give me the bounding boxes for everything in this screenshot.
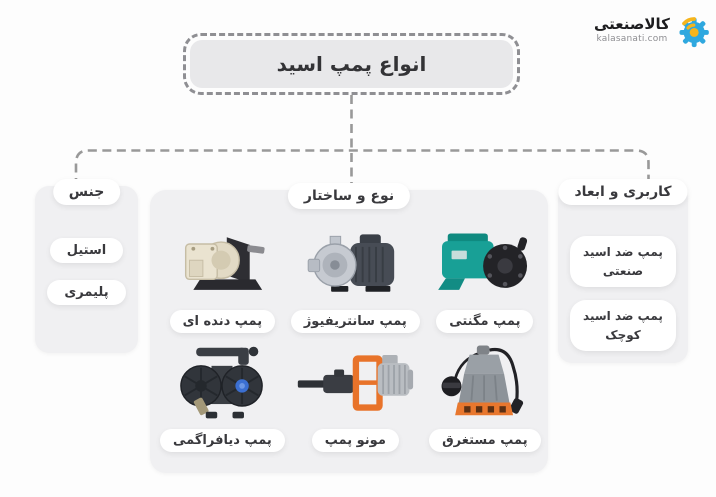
usage-item-small: پمپ ضد اسید کوچک xyxy=(570,300,676,352)
pump-label: پمپ مگنتی xyxy=(436,310,534,333)
panel-usage-dimensions: کاربری و ابعاد پمپ ضد اسید صنعتی پمپ ضد … xyxy=(558,179,688,363)
pump-card: پمپ مستغرق xyxy=(426,341,544,452)
gear-pump-image xyxy=(185,237,265,290)
pump-card: پمپ سانتریفیوژ xyxy=(290,222,420,333)
brand-text: کالاصنعتی kalasanati.com xyxy=(594,16,670,44)
pump-card: مونو پمپ xyxy=(291,341,420,452)
pump-label: پمپ دنده ای xyxy=(169,310,276,333)
pump-label: مونو پمپ xyxy=(311,429,399,452)
centrifugal-pump-image xyxy=(308,234,395,292)
magnetic-pump-image xyxy=(438,233,527,290)
usage-header: کاربری و ابعاد xyxy=(558,179,688,205)
pump-label: پمپ دیافراگمی xyxy=(160,429,285,452)
pump-card: پمپ دنده ای xyxy=(160,222,285,333)
pump-grid: پمپ دنده ای پمپ سانتریفیوژ xyxy=(150,190,548,462)
material-header: جنس xyxy=(52,179,121,205)
material-items: استیل پلیمری xyxy=(35,186,138,305)
type-structure-header: نوع و ساختار xyxy=(287,183,411,209)
diaphragm-pump-image xyxy=(180,346,264,419)
brand-name: کالاصنعتی xyxy=(594,15,670,34)
pump-label: پمپ مستغرق xyxy=(429,429,541,452)
brand-logo[interactable]: کالاصنعتی kalasanati.com xyxy=(594,7,712,53)
brand-domain: kalasanati.com xyxy=(596,33,668,44)
material-item-steel: استیل xyxy=(49,238,124,263)
material-item-polymer: پلیمری xyxy=(47,280,126,305)
panel-material: جنس استیل پلیمری xyxy=(35,179,138,353)
usage-item-industrial: پمپ ضد اسید صنعتی xyxy=(570,236,676,288)
gear-logo-icon xyxy=(679,17,709,48)
panel-type-structure: نوع و ساختار پمپ دنده ای xyxy=(150,183,548,473)
mono-pump-image xyxy=(298,354,414,411)
pump-card: پمپ دیافراگمی xyxy=(160,341,285,452)
pump-card: پمپ مگنتی xyxy=(426,222,544,333)
usage-items: پمپ ضد اسید صنعتی پمپ ضد اسید کوچک xyxy=(558,186,688,352)
pump-label: پمپ سانتریفیوژ xyxy=(290,310,420,333)
title-box: انواع پمپ اسید xyxy=(183,33,520,95)
submersible-pump-image xyxy=(441,345,523,416)
page-title: انواع پمپ اسید xyxy=(190,40,513,88)
